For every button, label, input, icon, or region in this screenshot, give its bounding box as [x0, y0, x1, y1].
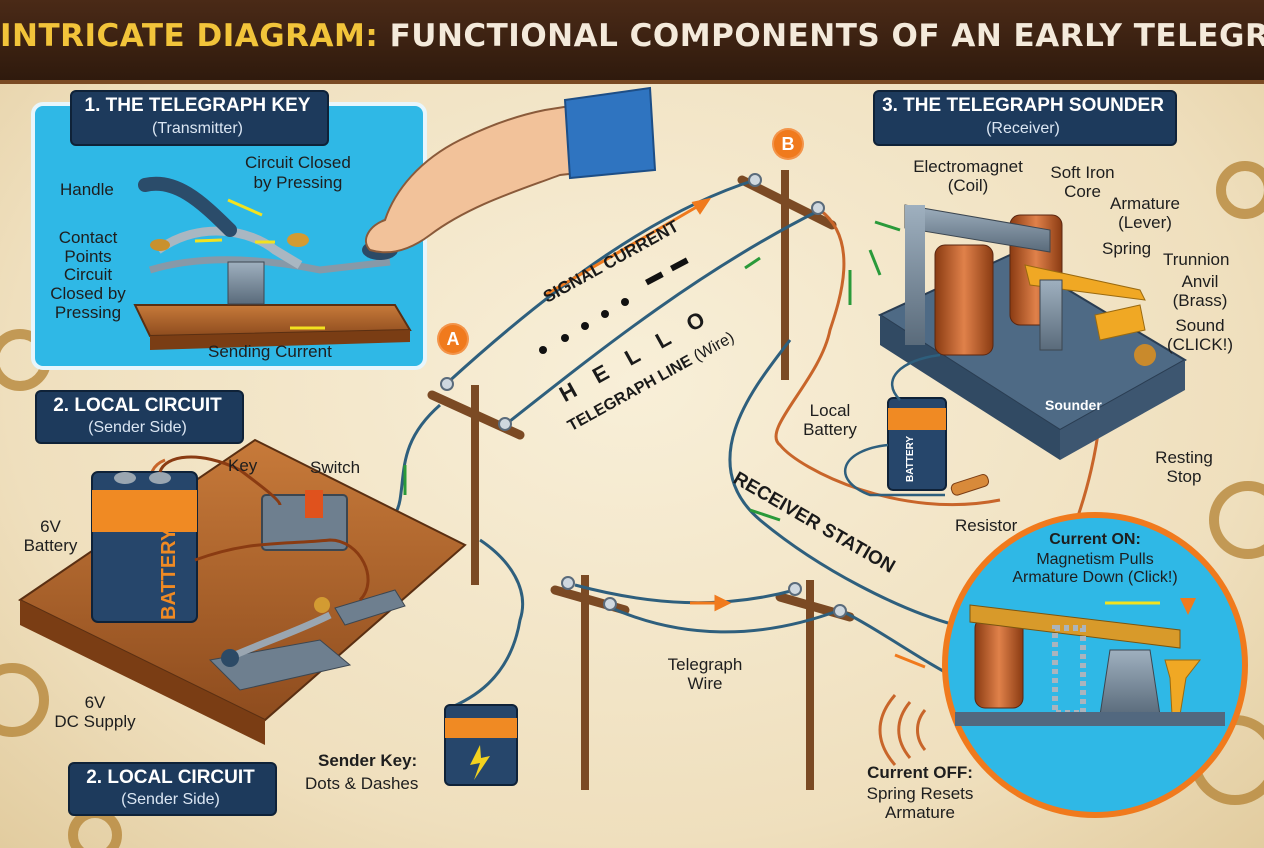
electromagnet-label: Electromagnet (Coil): [913, 157, 1023, 195]
resting-stop-label: Resting Stop: [1155, 448, 1213, 486]
sender-key-title: Sender Key:: [318, 751, 418, 770]
switch-label: Switch: [310, 458, 361, 477]
current-on-text: Magnetism Pulls Armature Down (Click!): [1012, 551, 1178, 586]
section2-bottom-sub: (Sender Side): [121, 791, 220, 808]
circuit-closed-label: Circuit Closed by Pressing: [245, 153, 351, 192]
section1-heading: 1. THE TELEGRAPH KEY: [84, 95, 311, 116]
dc-supply-label: 6V DC Supply: [54, 693, 136, 731]
soft-iron-label: Soft Iron Core: [1050, 163, 1115, 201]
section2-bottom-badge: [68, 762, 277, 816]
section1-badge: [70, 90, 329, 146]
trunnion-label: Trunnion: [1163, 250, 1230, 269]
title-prefix: INTRICATE DIAGRAM:: [0, 18, 379, 54]
callout-circle: [942, 512, 1248, 818]
telegraph-wire-label: Telegraph Wire: [667, 655, 743, 693]
sounder-label: Sounder: [1045, 397, 1102, 413]
point-a-marker: A: [437, 323, 469, 355]
spring-label: Spring: [1102, 239, 1152, 258]
section3-badge: [873, 90, 1177, 146]
battery-6v-label: 6V Battery: [23, 517, 78, 555]
section2-top-heading: 2. LOCAL CIRCUIT: [53, 395, 222, 416]
anvil-label: Anvil (Brass): [1172, 272, 1228, 310]
title-main: FUNCTIONAL COMPONENTS OF AN EARLY TELEGR…: [389, 18, 1264, 54]
sound-label: Sound (CLICK!): [1166, 316, 1234, 354]
sender-key-sub: Dots & Dashes: [305, 774, 419, 793]
handle-label: Handle: [60, 180, 114, 199]
point-b-marker: B: [772, 128, 804, 160]
battery-text: BATTERY: [158, 527, 180, 620]
title-bar: [0, 0, 1264, 84]
contact-points-label: Contact Points Circuit Closed by Pressin…: [50, 228, 126, 322]
section2-top-badge: [35, 390, 244, 444]
current-off-text: Spring Resets Armature: [866, 784, 974, 822]
section3-sub: (Receiver): [986, 120, 1060, 137]
current-on-title: Current ON:: [1049, 531, 1141, 548]
section2-top-sub: (Sender Side): [88, 419, 187, 436]
current-off-title: Current OFF:: [867, 763, 973, 782]
page-title: INTRICATE DIAGRAM: FUNCTIONAL COMPONENTS…: [0, 18, 1264, 54]
armature-label: Armature (Lever): [1110, 194, 1180, 232]
local-battery-label: Local Battery: [803, 401, 857, 439]
section3-heading: 3. THE TELEGRAPH SOUNDER: [882, 95, 1164, 116]
section1-sub: (Transmitter): [152, 120, 243, 137]
sending-current-label: Sending Current: [208, 342, 332, 361]
key-label: Key: [228, 456, 258, 475]
resistor-label: Resistor: [955, 516, 1018, 535]
sounder-battery-text: BATTERY: [905, 435, 916, 482]
section2-bottom-heading: 2. LOCAL CIRCUIT: [86, 767, 255, 788]
